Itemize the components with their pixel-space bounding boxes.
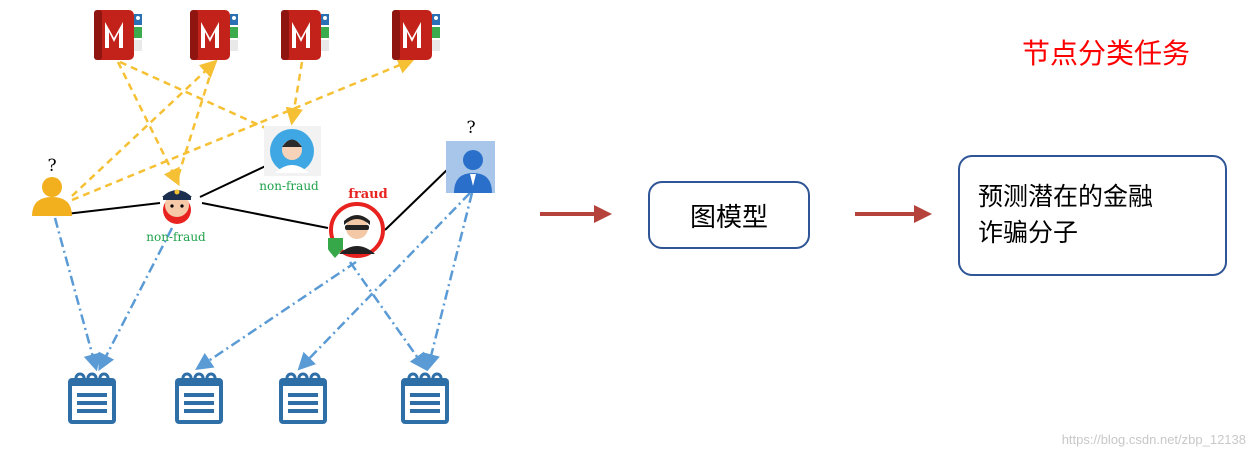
link-unknown-police (65, 202, 161, 215)
contact-book-icon (281, 10, 329, 60)
prediction-line-1: 预测潜在的金融 (978, 182, 1154, 211)
police-user-icon (162, 189, 192, 224)
contact-book-icon (392, 10, 440, 60)
device-list-icon (277, 372, 329, 426)
question-mark-label: ? (47, 156, 56, 176)
fraudster-user-icon (328, 202, 385, 258)
prediction-line-2: 诈骗分子 (978, 217, 1079, 247)
device-list-icon (66, 372, 118, 426)
device-links (53, 192, 474, 372)
link-fraudster-business (384, 166, 451, 231)
graph-model-box: 图模型 (648, 181, 810, 249)
flow-arrow-to-prediction (855, 205, 932, 223)
contact-book-icon (94, 10, 142, 60)
link-police-doctor (199, 162, 273, 198)
task-title: 节点分类任务 (1022, 37, 1191, 70)
non-fraud-label: non-fraud (259, 179, 319, 193)
flow-arrow-to-model (540, 205, 612, 223)
question-mark-label: ? (466, 118, 475, 138)
doctor-user-icon (264, 126, 321, 176)
device-list-icon (173, 372, 225, 426)
device-list-icon (399, 372, 451, 426)
prediction-box: 预测潜在的金融 诈骗分子 (958, 155, 1227, 276)
contact-links (71, 57, 416, 202)
watermark: https://blog.csdn.net/zbp_12138 (1061, 432, 1246, 447)
social-links (65, 162, 451, 231)
link-police-fraudster (201, 202, 329, 229)
contact-book-icon (190, 10, 238, 60)
unknown-user-icon (32, 177, 72, 216)
non-fraud-label: non-fraud (146, 230, 206, 244)
graph-model-label: 图模型 (689, 202, 768, 233)
business-user-icon (446, 141, 495, 193)
fraud-label: fraud (348, 187, 387, 202)
